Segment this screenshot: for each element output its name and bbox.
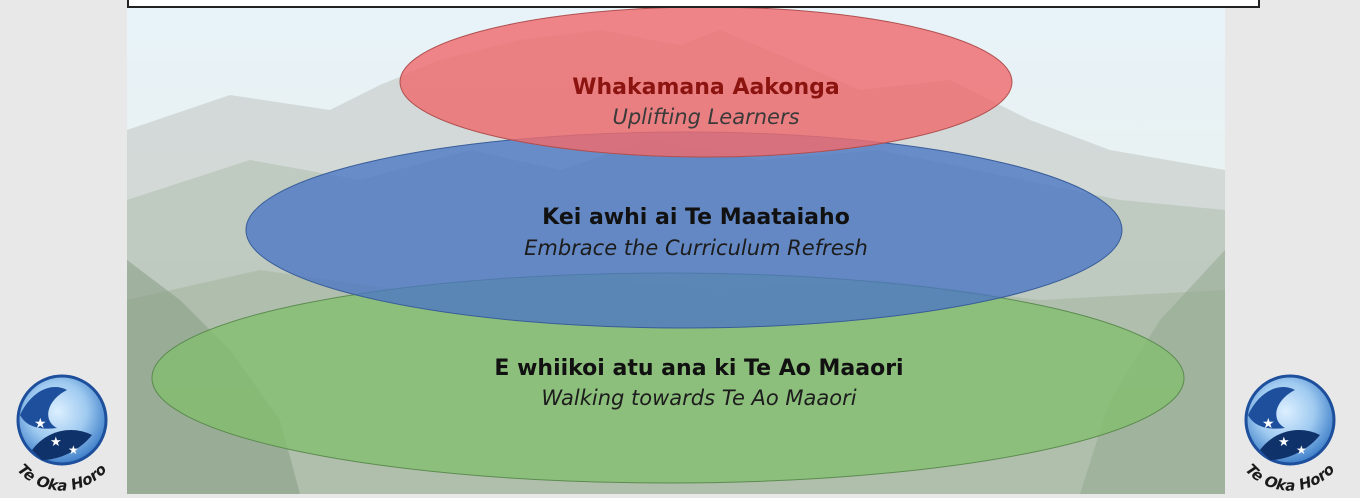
svg-text:★: ★	[34, 416, 47, 432]
top-banner-frame	[127, 0, 1260, 8]
layer-1-english-subtitle: Uplifting Learners	[612, 105, 799, 129]
layer-embrace-curriculum-refresh	[245, 131, 1123, 329]
svg-text:★: ★	[50, 435, 62, 450]
svg-text:★: ★	[1262, 416, 1275, 432]
layer-1-maori-title: Whakamana Aakonga	[572, 75, 839, 100]
layer-3-maori-title: E whiikoi atu ana ki Te Ao Maaori	[494, 356, 903, 381]
te-oka-horo-logo-left: ★ ★ ★ Te Oka Horo	[14, 374, 110, 495]
te-oka-horo-logo-right: ★ ★ ★ Te Oka Horo	[1242, 374, 1338, 495]
svg-text:★: ★	[1278, 435, 1290, 450]
svg-text:★: ★	[1296, 443, 1307, 457]
layer-2-maori-title: Kei awhi ai Te Maataiaho	[542, 205, 850, 230]
layer-2-english-subtitle: Embrace the Curriculum Refresh	[524, 236, 868, 260]
ellipse-blue	[245, 131, 1123, 329]
svg-text:★: ★	[68, 443, 79, 457]
layer-3-english-subtitle: Walking towards Te Ao Maaori	[541, 386, 856, 410]
